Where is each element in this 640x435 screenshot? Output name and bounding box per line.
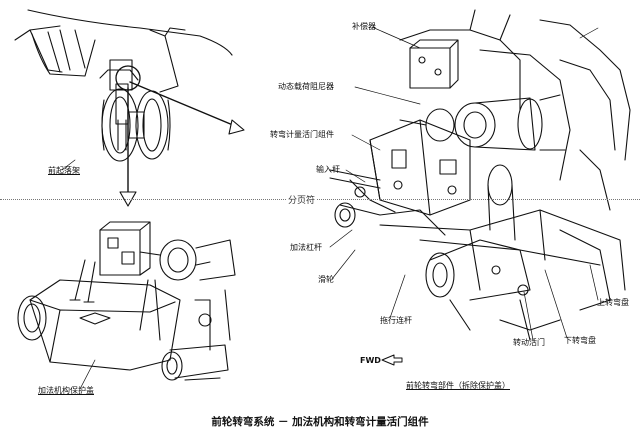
- label-summing-lever: 加法杠杆: [290, 243, 322, 252]
- nose-gear-illustration: [14, 9, 245, 207]
- label-damper: 动态载荷阻尼器: [278, 82, 334, 91]
- label-assembly-note: 前轮转弯部件（拆除保护盖）: [406, 381, 510, 390]
- label-nose-gear: 前起落架: [48, 166, 80, 175]
- page-break-label: 分页符: [287, 193, 317, 206]
- fwd-arrow: [381, 354, 403, 366]
- label-tow-link: 拖行连杆: [380, 316, 412, 325]
- page-divider: [0, 199, 640, 200]
- steering-assembly-illustration: [329, 9, 631, 341]
- label-input-rod: 输入杆: [316, 165, 340, 174]
- label-metering-valve: 转弯计量活门组件: [270, 130, 334, 139]
- label-actuator-valve: 转动活门: [513, 338, 545, 347]
- label-compensator: 补偿器: [352, 22, 376, 31]
- label-lower-disc: 下转弯盘: [564, 336, 596, 345]
- figure-caption: 前轮转弯系统 － 加法机构和转弯计量活门组件: [211, 416, 429, 428]
- label-upper-disc: 上转弯盘: [597, 298, 629, 307]
- label-cam: 滑轮: [318, 275, 334, 284]
- summing-guard-illustration: [17, 221, 236, 381]
- label-fwd: FWD: [360, 356, 381, 365]
- leader-lines: [61, 26, 599, 390]
- label-summing-guard: 加法机构保护盖: [38, 386, 94, 395]
